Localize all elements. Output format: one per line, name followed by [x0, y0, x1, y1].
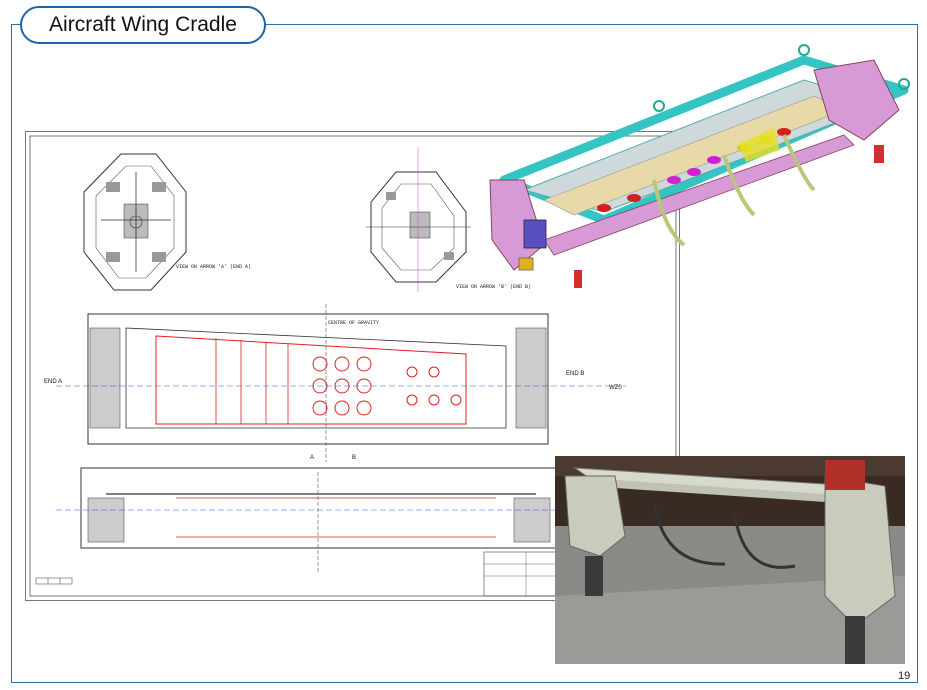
- end-b-label: END B: [566, 371, 584, 377]
- drawing-sheet: VIEW ON ARROW 'A' (END A) VIEW ON ARROW …: [29, 135, 677, 597]
- cradle-photo: [555, 456, 905, 664]
- end-a-label: END A: [44, 379, 62, 385]
- side-elevation: [56, 467, 626, 572]
- plan-view: [56, 304, 626, 462]
- slide-title: Aircraft Wing Cradle: [20, 6, 266, 44]
- datum-label: WZ0: [609, 385, 622, 391]
- section-a-label: A: [310, 455, 314, 461]
- section-b-label: B: [352, 455, 356, 461]
- cradle-photo-graphic: [555, 456, 905, 664]
- end-b-view: [366, 147, 471, 292]
- view-a-label: VIEW ON ARROW 'A' (END A): [176, 264, 251, 270]
- cad-render-graphic: [489, 44, 910, 288]
- view-b-label: VIEW ON ARROW 'B' (END B): [456, 284, 531, 290]
- cog-label: CENTRE OF GRAVITY: [328, 320, 379, 326]
- scale-bar: [35, 577, 73, 585]
- slide-frame: [11, 24, 918, 683]
- page-number: 19: [898, 670, 911, 682]
- end-a-view: [83, 153, 187, 291]
- cad-render: [484, 40, 912, 302]
